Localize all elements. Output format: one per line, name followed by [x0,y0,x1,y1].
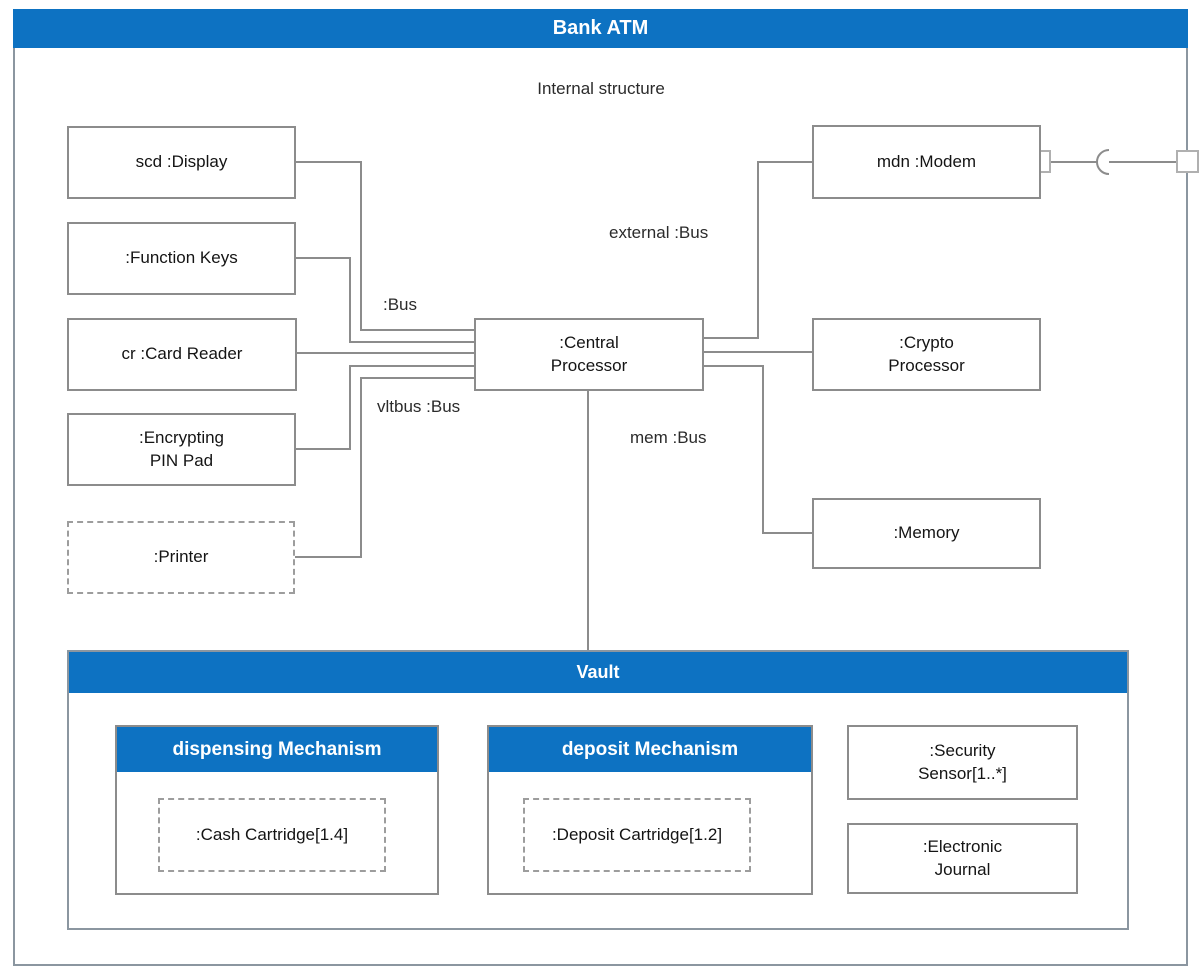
node-central-processor[interactable]: :Central Processor [474,318,704,391]
node-function-keys[interactable]: :Function Keys [67,222,296,295]
dispensing-mechanism-title: dispensing Mechanism [172,738,382,760]
label-bus: :Bus [383,295,418,314]
vault-header: Vault [69,652,1127,693]
node-modem[interactable]: mdn :Modem [812,125,1041,199]
node-cash-cartridge[interactable]: :Cash Cartridge[1.4] [158,798,386,872]
deposit-mechanism-title: deposit Mechanism [561,738,739,760]
label-mem-bus: mem :Bus [630,428,707,447]
diagram-subtitle: Internal structure [537,79,665,98]
label-vltbus: vltbus :Bus [377,397,461,416]
node-memory[interactable]: :Memory [812,498,1041,569]
node-encrypting-pin-pad[interactable]: :Encrypting PIN Pad [67,413,296,486]
deposit-mechanism-box[interactable]: deposit Mechanism :Deposit Cartridge[1.2… [487,725,813,895]
node-printer[interactable]: :Printer [67,521,295,594]
node-electronic-journal[interactable]: :Electronic Journal [847,823,1078,894]
node-security-sensor[interactable]: :Security Sensor[1..*] [847,725,1078,800]
vault-title: Vault [576,662,620,682]
node-display[interactable]: scd :Display [67,126,296,199]
node-card-reader[interactable]: cr :Card Reader [67,318,297,391]
bank-atm-frame-header: Bank ATM [13,9,1188,48]
diagram-title: Bank ATM [552,17,649,39]
node-crypto-processor[interactable]: :Crypto Processor [812,318,1041,391]
node-deposit-cartridge[interactable]: :Deposit Cartridge[1.2] [523,798,751,872]
dispensing-mechanism-box[interactable]: dispensing Mechanism :Cash Cartridge[1.4… [115,725,439,895]
dispensing-mechanism-header: dispensing Mechanism [117,727,437,772]
deposit-mechanism-header: deposit Mechanism [489,727,811,772]
vault-container[interactable]: Vault dispensing Mechanism :Cash Cartrid… [67,650,1129,930]
label-external-bus: external :Bus [609,223,709,242]
